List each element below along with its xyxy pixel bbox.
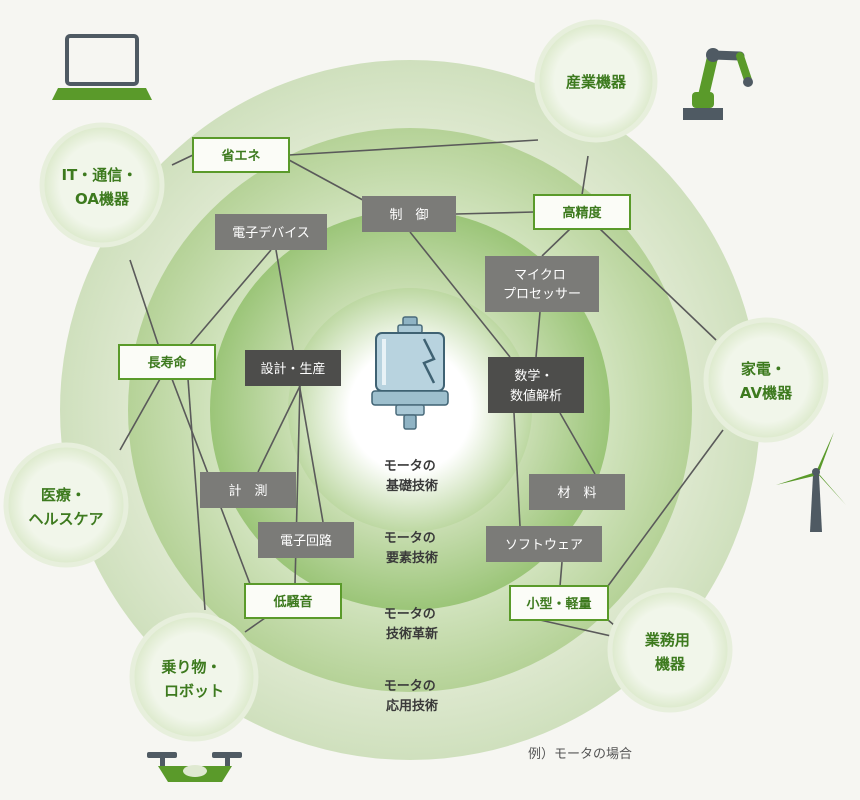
application-vehicle[interactable]: 乗り物・ ロボット [129,612,259,742]
svg-text:制 御: 制 御 [389,208,428,223]
innovation-box-energy-saving[interactable]: 省エネ [192,137,290,173]
application-it[interactable]: IT・通信・ OA機器 [39,122,165,248]
innovation-box-compact[interactable]: 小型・軽量 [509,585,609,621]
connection-line [288,159,373,206]
svg-text:業務用 機器: 業務用 機器 [644,631,695,673]
fundamental-technologies: 設計・生産 数学・ 数値解析 [245,350,584,413]
drone-icon [147,752,242,782]
svg-text:高精度: 高精度 [562,205,602,221]
svg-text:電子デバイス: 電子デバイス [232,225,310,241]
svg-text:医療・ ヘルスケア: 医療・ ヘルスケア [28,486,103,528]
connection-line [513,412,521,527]
element-box-device[interactable]: 電子デバイス [215,214,327,250]
application-appliance[interactable]: 家電・ AV機器 [703,317,829,443]
svg-text:小型・軽量: 小型・軽量 [526,596,591,612]
svg-text:低騒音: 低騒音 [272,594,312,610]
svg-text:マイクロ プロセッサー: マイクロ プロセッサー [503,268,581,302]
connection-line [541,228,571,257]
connection-line [244,617,266,633]
connection-line [257,385,301,473]
connection-line [129,259,161,351]
footnote: 例）モータの場合 [528,747,632,762]
svg-text:家電・ AV機器: 家電・ AV機器 [740,360,793,402]
element-box-measurement[interactable]: 計 測 [200,472,296,508]
connection-line [189,249,272,346]
laptop-icon [52,34,152,100]
innovation-technologies: 省エネ 高精度 長寿命 低騒音 小型・軽量 [118,137,631,621]
ring-label-element: モータの 要素技術 [384,531,441,566]
application-fields: 産業機器 IT・通信・ OA機器 家電・ AV機器 医療・ ヘルスケア [3,19,829,742]
innovation-box-long-life[interactable]: 長寿命 [118,344,216,380]
connection-line [604,429,724,591]
connection-line [539,619,621,639]
wind-turbine-icon [776,432,846,532]
element-box-material[interactable]: 材 料 [529,474,625,510]
element-box-microprocessor[interactable]: マイクロ プロセッサー [485,256,599,312]
fundamental-box-math[interactable]: 数学・ 数値解析 [488,357,584,413]
connection-line [119,378,161,451]
connection-line [559,412,596,475]
element-box-circuit[interactable]: 電子回路 [258,522,354,558]
connection-line [288,139,539,156]
svg-text:IT・通信・ OA機器: IT・通信・ OA機器 [61,166,142,208]
robot-arm-icon [683,48,753,120]
element-technologies: 制 御 電子デバイス マイクロ プロセッサー 計 測 電子回路 材 料 ソフ [200,196,625,562]
svg-text:計 測: 計 測 [228,483,267,499]
connection-line [559,561,563,587]
innovation-box-precision[interactable]: 高精度 [533,194,631,230]
connection-line [581,155,589,196]
connection-line [171,154,194,166]
connection-line [455,211,535,215]
connection-line [409,231,511,358]
svg-text:ソフトウェア: ソフトウェア [505,538,583,553]
connection-line [535,311,541,358]
svg-text:産業機器: 産業機器 [566,73,627,91]
application-industrial[interactable]: 産業機器 [534,19,658,143]
svg-text:乗り物・ ロボット: 乗り物・ ロボット [161,658,226,700]
application-business[interactable]: 業務用 機器 [607,587,733,713]
svg-text:数学・ 数値解析: 数学・ 数値解析 [510,368,562,404]
svg-text:長寿命: 長寿命 [147,355,187,371]
element-box-control[interactable]: 制 御 [362,196,456,232]
fundamental-box-design[interactable]: 設計・生産 [245,350,341,386]
innovation-box-low-noise[interactable]: 低騒音 [244,583,342,619]
connection-line [187,378,206,611]
svg-text:電子回路: 電子回路 [280,533,332,549]
motor-icon [371,316,449,430]
ring-label-fundamental: モータの 基礎技術 [384,459,441,494]
connection-lines [119,139,724,639]
svg-text:材 料: 材 料 [557,486,596,501]
ring-label-application: モータの 応用技術 [384,679,441,714]
connection-line [599,228,717,341]
svg-text:省エネ: 省エネ [220,148,260,164]
application-medical[interactable]: 医療・ ヘルスケア [3,442,129,568]
ring-labels: モータの 基礎技術 モータの 要素技術 モータの 技術革新 モータの 応用技術 [384,459,441,714]
ring-label-innovation: モータの 技術革新 [384,607,441,642]
svg-text:設計・生産: 設計・生産 [260,361,325,377]
element-box-software[interactable]: ソフトウェア [486,526,602,562]
